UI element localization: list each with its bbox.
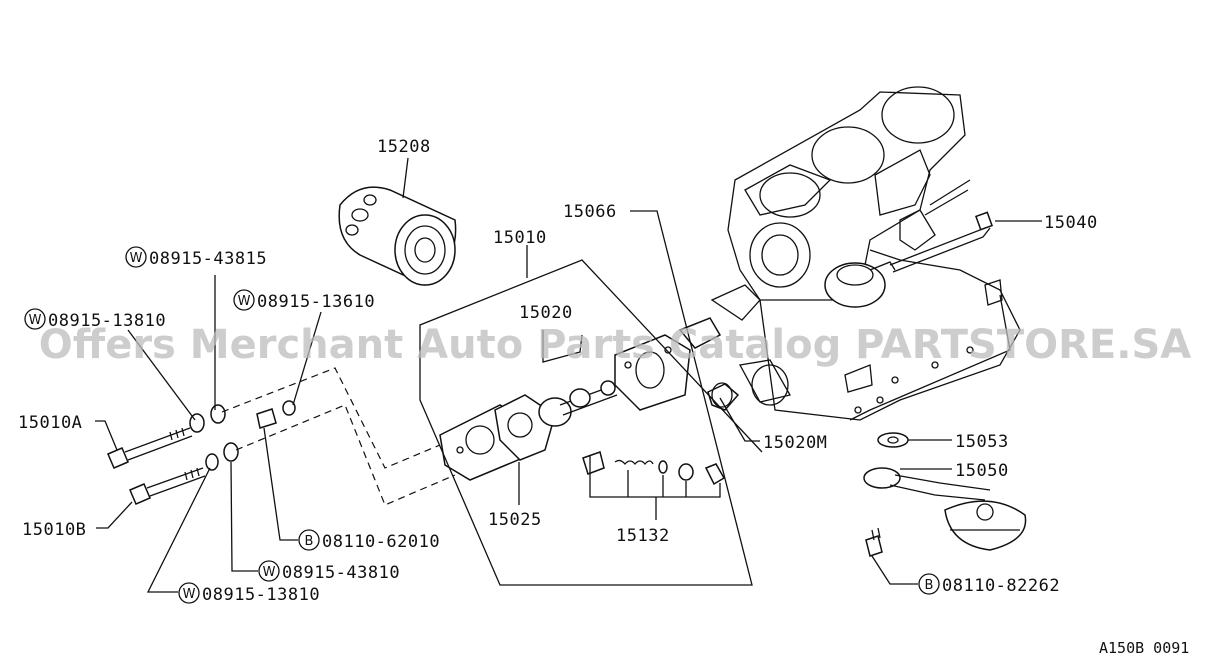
circled-letter: W bbox=[183, 587, 196, 602]
callout-w-08915-13810-upper[interactable]: W 08915-13810 bbox=[24, 308, 166, 331]
callout-15025[interactable]: 15025 bbox=[488, 510, 542, 530]
part-number-label: 08915-43815 bbox=[149, 249, 267, 269]
callout-15010a[interactable]: 15010A bbox=[18, 413, 82, 433]
part-number-label: 15025 bbox=[488, 510, 542, 530]
circled-letter: W bbox=[130, 251, 143, 266]
callout-w-08915-13810-lower[interactable]: W 08915-13810 bbox=[178, 582, 320, 605]
part-number-label: 15050 bbox=[955, 461, 1009, 481]
callout-15208[interactable]: 15208 bbox=[377, 137, 431, 157]
part-number-label: 15066 bbox=[563, 202, 617, 222]
callout-w-08915-43810[interactable]: W 08915-43810 bbox=[258, 560, 400, 583]
circled-letter-badge bbox=[918, 573, 940, 595]
oil-filter-illustration bbox=[338, 186, 457, 286]
callout-15066[interactable]: 15066 bbox=[563, 202, 617, 222]
circled-letter-badge bbox=[233, 289, 255, 311]
callout-15010[interactable]: 15010 bbox=[493, 228, 547, 248]
callout-b-08110-82262[interactable]: B 08110-82262 bbox=[918, 573, 1060, 596]
part-number-label: 08110-62010 bbox=[322, 532, 440, 552]
callout-15050[interactable]: 15050 bbox=[955, 461, 1009, 481]
callout-15053[interactable]: 15053 bbox=[955, 432, 1009, 452]
circled-letter-badge bbox=[125, 246, 147, 268]
circled-letter: W bbox=[263, 565, 276, 580]
engine-block-illustration bbox=[710, 86, 1021, 421]
circled-letter-badge bbox=[24, 308, 46, 330]
part-number-label: 15010 bbox=[493, 228, 547, 248]
part-number-label: 08915-13610 bbox=[257, 292, 375, 312]
part-number-label: 15053 bbox=[955, 432, 1009, 452]
part-number-label: 15010B bbox=[22, 520, 86, 540]
leader-lines bbox=[95, 157, 1042, 593]
circled-letter: B bbox=[925, 578, 934, 593]
part-number-label: 15020M bbox=[763, 433, 827, 453]
circled-letter-badge bbox=[178, 582, 200, 604]
part-number-label: 15020 bbox=[519, 303, 573, 323]
part-number-label: 15010A bbox=[18, 413, 82, 433]
circled-letter: B bbox=[305, 534, 314, 549]
part-number-label: 08110-82262 bbox=[942, 576, 1060, 596]
part-number-label: 15132 bbox=[616, 526, 670, 546]
oil-pump-assembly-illustration bbox=[439, 317, 740, 486]
callout-15132[interactable]: 15132 bbox=[616, 526, 670, 546]
watermark-text: Offers Merchant Auto Parts Catalog PARTS… bbox=[39, 322, 1191, 368]
callout-w-08915-43815[interactable]: W 08915-43815 bbox=[125, 246, 267, 269]
assembly-dashed-lines bbox=[221, 367, 456, 506]
bolts-washers-illustration bbox=[107, 400, 883, 557]
diagram-reference-code: A150B 0091 bbox=[1099, 639, 1189, 657]
callout-15020[interactable]: 15020 bbox=[519, 303, 573, 323]
part-number-label: 15040 bbox=[1044, 213, 1098, 233]
part-number-label: 08915-13810 bbox=[48, 311, 166, 331]
part-number-label: 15208 bbox=[377, 137, 431, 157]
part-callouts: 15208 15066 15010 15040 15020 W 08915-43… bbox=[18, 137, 1098, 605]
circled-letter-badge bbox=[298, 529, 320, 551]
oil-strainer-illustration bbox=[863, 432, 1027, 551]
circled-letter: W bbox=[238, 294, 251, 309]
circled-letter: W bbox=[29, 313, 42, 328]
callout-b-08110-62010[interactable]: B 08110-62010 bbox=[298, 529, 440, 552]
callout-15020m[interactable]: 15020M bbox=[763, 433, 827, 453]
part-number-label: 08915-13810 bbox=[202, 585, 320, 605]
callout-15010b[interactable]: 15010B bbox=[22, 520, 86, 540]
callout-w-08915-13610[interactable]: W 08915-13610 bbox=[233, 289, 375, 312]
callout-15040[interactable]: 15040 bbox=[1044, 213, 1098, 233]
circled-letter-badge bbox=[258, 560, 280, 582]
part-number-label: 08915-43810 bbox=[282, 563, 400, 583]
